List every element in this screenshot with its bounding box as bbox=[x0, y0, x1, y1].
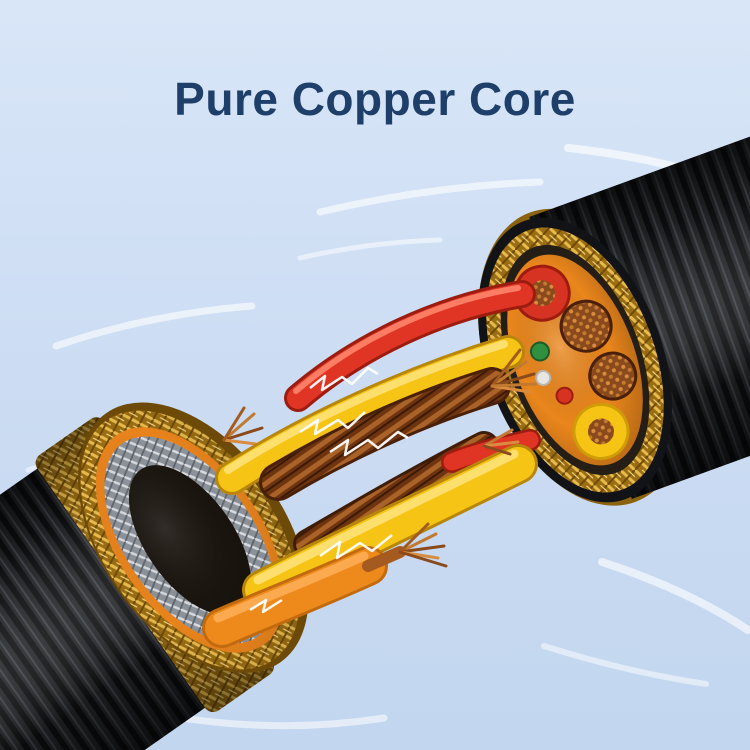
cable-right-segment bbox=[478, 90, 750, 506]
speed-line bbox=[52, 302, 256, 350]
white-wire-cross-section bbox=[535, 369, 552, 386]
speed-line bbox=[541, 643, 709, 687]
wire-cross-sections bbox=[513, 264, 638, 460]
spark-line bbox=[299, 411, 366, 436]
red-wire-copper-core bbox=[529, 280, 556, 307]
exposed-wires bbox=[202, 280, 541, 648]
copper-bundle-cross-section bbox=[588, 351, 638, 401]
spark-line bbox=[319, 534, 393, 560]
red-small-wire-cross-section bbox=[555, 386, 574, 405]
spark-line bbox=[249, 598, 283, 614]
product-title: Pure Copper Core bbox=[174, 73, 576, 125]
copper-strand-fan-bundle1 bbox=[490, 348, 538, 394]
wire-orange bbox=[202, 546, 406, 648]
orange-wire-copper-stub bbox=[362, 546, 406, 572]
spark-line bbox=[329, 430, 409, 457]
copper-bundle-cross-section bbox=[559, 299, 613, 353]
green-wire-cross-section bbox=[529, 341, 550, 362]
copper-strand-fan-left bbox=[222, 406, 264, 446]
wire-yellow-upper bbox=[215, 335, 525, 495]
speed-line bbox=[316, 178, 544, 216]
wire-yellow-lower bbox=[242, 444, 538, 610]
copper-strand-bundle-1 bbox=[259, 367, 511, 501]
speed-line bbox=[297, 237, 443, 261]
spark-line bbox=[309, 366, 379, 392]
spark-lines bbox=[249, 366, 409, 614]
copper-strand-fan-orange bbox=[398, 522, 448, 568]
yellow-wire-copper-core bbox=[587, 418, 614, 445]
speed-line bbox=[598, 558, 750, 634]
copper-strand-fan-bundle2 bbox=[482, 428, 520, 456]
